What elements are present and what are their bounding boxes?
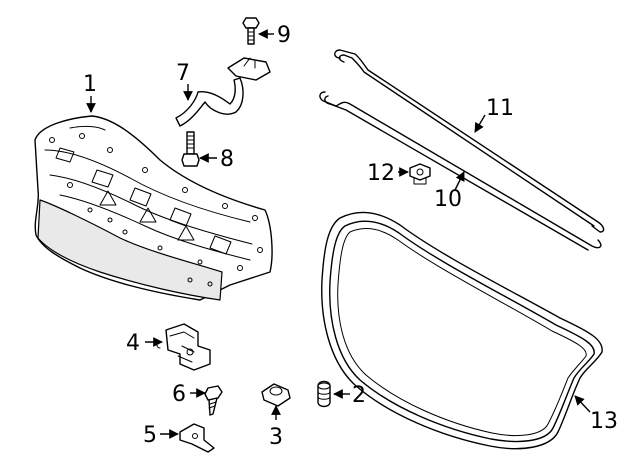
- callout-1: 1: [83, 72, 97, 97]
- callout-6: 6: [172, 382, 186, 407]
- screw-6: [204, 385, 223, 416]
- latch-4: [156, 323, 211, 371]
- callout-13: 13: [590, 409, 618, 434]
- clip-12: [409, 163, 431, 185]
- callout-12: 12: [367, 161, 395, 186]
- bracket-5: [179, 423, 215, 453]
- callout-8: 8: [220, 147, 234, 172]
- bolt-8: [181, 131, 200, 167]
- weatherstrip-13: [321, 211, 603, 450]
- torsion-rod-10: [319, 91, 602, 251]
- callout-11: 11: [486, 96, 514, 121]
- callout-10: 10: [434, 187, 462, 212]
- leader-10: [454, 171, 465, 191]
- callout-3: 3: [269, 425, 283, 450]
- bumper-3: [261, 383, 291, 407]
- callout-4: 4: [126, 331, 140, 356]
- trunk-lid-panel: [34, 115, 273, 301]
- leader-13: [574, 395, 591, 413]
- callout-7: 7: [176, 61, 190, 86]
- rubber-stop-2: [317, 380, 331, 408]
- hinge-7: [175, 57, 271, 127]
- callout-9: 9: [277, 23, 291, 48]
- torsion-rod-11: [334, 49, 605, 233]
- callout-5: 5: [143, 423, 157, 448]
- callout-2: 2: [352, 383, 366, 408]
- bolt-9: [242, 17, 260, 45]
- leader-11: [474, 114, 486, 133]
